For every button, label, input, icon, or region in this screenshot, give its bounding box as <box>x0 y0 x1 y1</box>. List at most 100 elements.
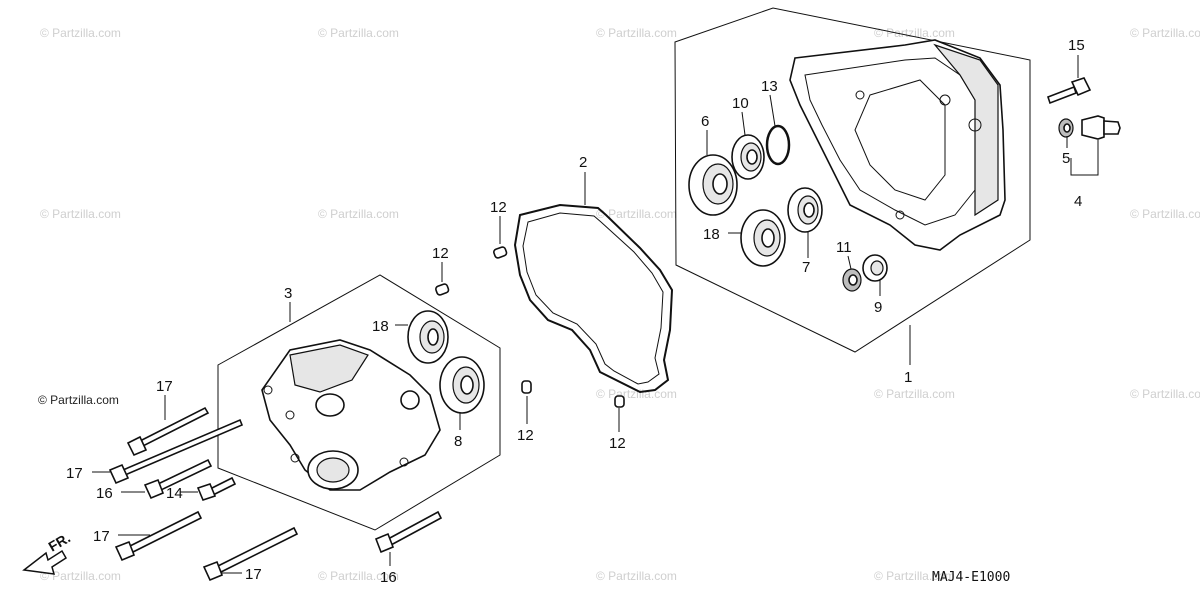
watermark: © Partzilla.com <box>596 569 677 583</box>
gasket-2 <box>513 203 674 394</box>
callout-12: 12 <box>609 435 626 452</box>
case-cavity <box>854 79 946 201</box>
bolt-14 <box>196 476 237 501</box>
switch-tip <box>1103 120 1121 135</box>
transmission-case <box>789 39 1006 251</box>
case-bolt-hole <box>855 90 865 100</box>
callout-16: 16 <box>96 485 113 502</box>
bearing-bore <box>761 228 775 248</box>
bolts <box>108 406 443 582</box>
bolt-shank <box>1046 85 1078 105</box>
bolt-17-a <box>126 406 210 457</box>
diagram-code: MAJ4-E1000 <box>932 570 1010 585</box>
watermark: © Partzilla.com <box>874 387 955 401</box>
case-flange-inner <box>804 57 976 226</box>
bearing-bore <box>427 328 439 346</box>
gasket-inner <box>522 212 664 385</box>
watermark: © Partzilla.com <box>1130 26 1200 40</box>
switch-body <box>1081 115 1105 140</box>
callout-10: 10 <box>732 95 749 112</box>
callout-2: 2 <box>579 154 587 171</box>
bearing-18-right <box>740 209 786 267</box>
cover-port <box>315 393 345 417</box>
callout-13: 13 <box>761 78 778 95</box>
bolt-16-a <box>143 458 213 500</box>
bearing-10 <box>731 134 765 180</box>
callout-7: 7 <box>802 259 810 276</box>
bearing-7 <box>787 187 823 233</box>
callout-17: 17 <box>245 566 262 583</box>
switch-4 <box>1081 115 1121 140</box>
callout-4: 4 <box>1074 193 1082 210</box>
circlip <box>765 124 791 166</box>
watermark: © Partzilla.com <box>318 569 399 583</box>
callouts: 1 2 3 4 5 6 7 8 9 10 11 12 12 12 12 13 1… <box>66 37 1085 586</box>
watermarks: © Partzilla.com © Partzilla.com © Partzi… <box>38 26 1200 583</box>
callout-11: 11 <box>836 239 852 256</box>
callout-18: 18 <box>703 226 720 243</box>
callout-17: 17 <box>93 528 110 545</box>
watermark: © Partzilla.com <box>40 207 121 221</box>
case-assembly-outline <box>674 7 1031 353</box>
circlip-13 <box>765 124 791 166</box>
gasket-outer <box>513 203 674 394</box>
watermark: © Partzilla.com <box>596 207 677 221</box>
leader-lines <box>92 55 1099 574</box>
bearing-bore <box>712 173 728 195</box>
callout-5: 5 <box>1062 150 1070 167</box>
watermark: © Partzilla.com <box>1130 207 1200 221</box>
cover-bolt-hole <box>399 457 409 467</box>
case-side-face <box>933 43 999 217</box>
cover-port <box>400 390 420 410</box>
bolt-17-d <box>202 526 299 582</box>
callout-6: 6 <box>701 113 709 130</box>
case-bolt-hole <box>895 210 905 220</box>
seal-11 <box>842 268 862 292</box>
dowel-pins <box>435 246 625 408</box>
front-arrow-icon <box>22 549 68 575</box>
cover-assembly-outline <box>217 274 501 531</box>
bolt-17-b <box>108 418 244 485</box>
watermark: © Partzilla.com <box>874 26 955 40</box>
bearing-bore <box>803 202 815 218</box>
bearing-bore <box>746 149 758 165</box>
cover-top-face <box>289 344 369 393</box>
watermark: © Partzilla.com <box>40 569 121 583</box>
dowel-pin <box>521 380 532 394</box>
callout-8: 8 <box>454 433 462 450</box>
callout-14: 14 <box>166 485 183 502</box>
front-direction-marker: FR. <box>22 529 74 575</box>
callout-15: 15 <box>1068 37 1085 54</box>
callout-16: 16 <box>380 569 397 586</box>
callout-17: 17 <box>156 378 173 395</box>
case-bolt-hole <box>968 118 982 132</box>
dowel-pin <box>614 395 625 408</box>
washer-hole <box>1063 123 1071 133</box>
callout-3: 3 <box>284 285 292 302</box>
bearing-bore <box>870 260 884 276</box>
watermark: © Partzilla.com <box>596 26 677 40</box>
watermark: © Partzilla.com <box>318 26 399 40</box>
cover-bolt-hole <box>285 410 295 420</box>
watermark: © Partzilla.com <box>318 207 399 221</box>
watermark: © Partzilla.com <box>40 26 121 40</box>
bolt-head <box>1070 77 1092 97</box>
bearing-6 <box>688 154 738 216</box>
callout-1: 1 <box>904 369 912 386</box>
callout-18: 18 <box>372 318 389 335</box>
case-bolt-hole <box>939 94 951 106</box>
callout-12: 12 <box>432 245 449 262</box>
bearing-8 <box>439 356 485 414</box>
watermark: © Partzilla.com <box>1130 387 1200 401</box>
bolt-17-c <box>114 510 203 562</box>
bearing-9 <box>862 254 888 282</box>
callout-12: 12 <box>517 427 534 444</box>
callout-9: 9 <box>874 299 882 316</box>
front-label: FR. <box>46 529 74 554</box>
transmission-case-group <box>674 7 1031 353</box>
bolt-15 <box>1046 77 1092 105</box>
cover-bolt-hole <box>290 453 300 463</box>
seal-bore <box>848 274 858 286</box>
bearing-18-left <box>407 310 449 364</box>
